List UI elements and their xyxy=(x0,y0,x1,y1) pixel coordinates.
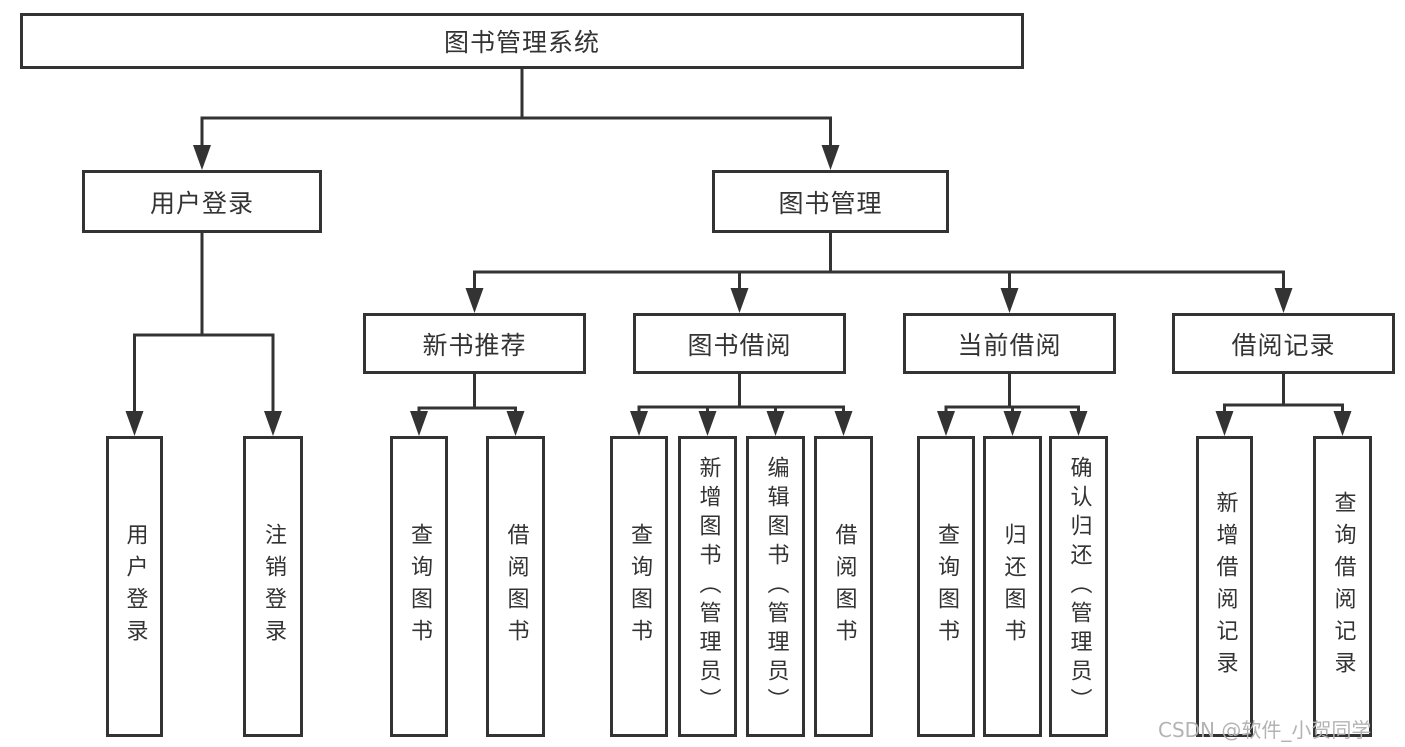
arrow-icon xyxy=(766,411,785,436)
arrowheads xyxy=(125,145,1352,436)
leaf-query-books-recommend: 查询图书 xyxy=(390,436,448,737)
leaf-add-book-admin-label: 新增图书（管理员） xyxy=(695,456,721,717)
leaf-confirm-return-admin-label: 确认归还（管理员） xyxy=(1066,456,1092,717)
arrow-icon xyxy=(698,411,717,436)
arrow-icon xyxy=(1000,288,1019,313)
arrow-icon xyxy=(193,145,211,170)
leaf-query-borrow-record-label: 查询借阅记录 xyxy=(1330,490,1356,683)
node-current-borrowing: 当前借阅 xyxy=(903,313,1116,374)
node-borrowing-records: 借阅记录 xyxy=(1172,313,1395,374)
node-book-borrowing: 图书借阅 xyxy=(633,313,846,374)
leaf-query-books-current-label: 查询图书 xyxy=(934,522,959,651)
leaf-add-borrow-record-label: 新增借阅记录 xyxy=(1212,490,1238,683)
node-book-borrowing-label: 图书借阅 xyxy=(687,330,792,360)
node-book-management-label: 图书管理 xyxy=(778,188,883,218)
leaf-query-books-recommend-label: 查询图书 xyxy=(407,522,432,651)
arrow-icon xyxy=(1274,288,1293,313)
leaf-user-login: 用户登录 xyxy=(106,436,163,737)
node-user-login-label: 用户登录 xyxy=(149,188,254,218)
arrow-icon xyxy=(730,288,749,313)
arrow-icon xyxy=(1069,411,1088,436)
arrow-icon xyxy=(410,411,428,436)
arrow-icon xyxy=(821,145,840,170)
arrow-icon xyxy=(506,411,525,436)
watermark: CSDN @软件_小贺同学 xyxy=(1158,718,1372,742)
arrow-icon xyxy=(1333,411,1352,436)
node-new-book-recommend: 新书推荐 xyxy=(363,313,586,374)
arrow-icon xyxy=(630,411,648,436)
leaf-logout-label: 注销登录 xyxy=(261,522,286,651)
arrow-icon xyxy=(1003,411,1022,436)
leaf-query-borrow-record: 查询借阅记录 xyxy=(1313,436,1372,737)
leaf-query-books-current: 查询图书 xyxy=(917,436,975,737)
node-borrowing-records-label: 借阅记录 xyxy=(1231,330,1336,360)
leaf-borrow-books-recommend-label: 借阅图书 xyxy=(503,522,529,651)
node-new-book-recommend-label: 新书推荐 xyxy=(422,330,527,360)
leaf-logout: 注销登录 xyxy=(243,436,303,737)
arrow-icon xyxy=(834,411,853,436)
leaf-query-books-borrow: 查询图书 xyxy=(610,436,668,737)
arrow-icon xyxy=(1215,411,1234,436)
leaf-return-books: 归还图书 xyxy=(983,436,1042,737)
node-user-login: 用户登录 xyxy=(82,170,322,233)
leaf-edit-book-admin: 编辑图书（管理员） xyxy=(746,436,805,737)
arrow-icon xyxy=(465,288,484,313)
arrow-icon xyxy=(264,411,282,436)
leaf-query-books-borrow-label: 查询图书 xyxy=(627,522,652,651)
leaf-return-books-label: 归还图书 xyxy=(1000,522,1026,651)
leaf-add-borrow-record: 新增借阅记录 xyxy=(1196,436,1253,737)
arrow-icon xyxy=(125,411,144,436)
node-book-management: 图书管理 xyxy=(712,170,949,233)
leaf-edit-book-admin-label: 编辑图书（管理员） xyxy=(763,456,789,717)
node-current-borrowing-label: 当前借阅 xyxy=(957,330,1062,360)
leaf-confirm-return-admin: 确认归还（管理员） xyxy=(1049,436,1108,737)
leaf-borrow-books-recommend: 借阅图书 xyxy=(486,436,545,737)
leaf-user-login-label: 用户登录 xyxy=(122,522,148,651)
leaf-borrow-books: 借阅图书 xyxy=(814,436,873,737)
node-root-label: 图书管理系统 xyxy=(443,28,600,57)
node-root: 图书管理系统 xyxy=(20,13,1024,69)
leaf-add-book-admin: 新增图书（管理员） xyxy=(678,436,737,737)
arrow-icon xyxy=(937,411,955,436)
leaf-borrow-books-label: 借阅图书 xyxy=(831,522,857,651)
